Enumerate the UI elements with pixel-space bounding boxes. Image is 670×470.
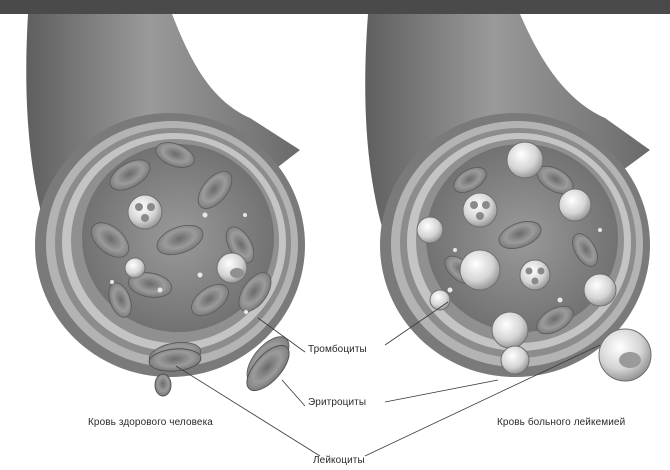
erythrocytes-label: Эритроциты bbox=[308, 397, 366, 408]
sick-blood-caption: Кровь больного лейкемией bbox=[497, 417, 625, 428]
sick-vessel bbox=[365, 14, 651, 381]
healthy-vessel bbox=[26, 14, 305, 398]
platelets-label: Тромбоциты bbox=[308, 344, 367, 355]
leukocytes-label: Лейкоциты bbox=[313, 455, 365, 466]
healthy-blood-caption: Кровь здорового человека bbox=[88, 417, 213, 428]
